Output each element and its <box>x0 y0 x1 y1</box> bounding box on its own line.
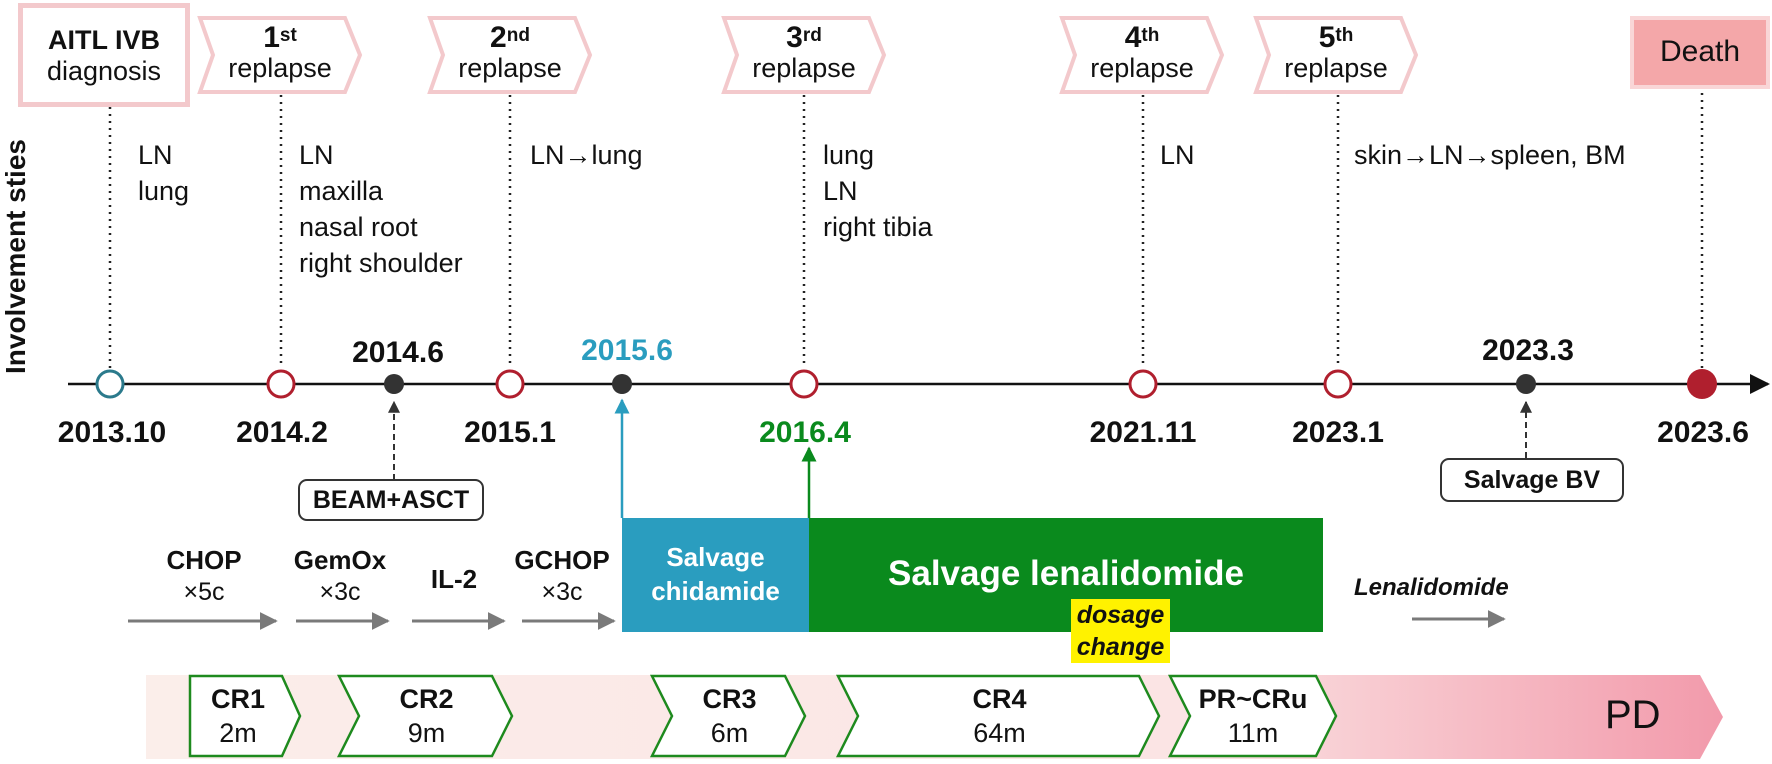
regimen-arrows <box>128 610 1506 630</box>
cr2-chevron <box>336 674 514 758</box>
date-relapse-2: 2015.1 <box>464 416 556 449</box>
relapse-2-marker <box>495 369 525 399</box>
date-asct: 2014.6 <box>352 336 444 369</box>
y-axis-label: Involvement sties <box>0 139 31 374</box>
chidamide-start-marker <box>612 374 632 394</box>
pd-label: PD <box>1605 693 1661 737</box>
date-chidamide: 2015.6 <box>581 334 673 367</box>
relapse-4-marker <box>1128 369 1158 399</box>
relapse-3-label: 3rd replapse <box>752 21 856 83</box>
salvage-lenalidomide-bar <box>809 518 1323 632</box>
relapse-4-sites: LN <box>1160 140 1195 170</box>
prcru-chevron <box>1167 674 1338 758</box>
relapse-2-sites: LN→lung <box>530 140 643 170</box>
relapse-5-label: 5th replapse <box>1284 21 1388 83</box>
relapse-chevrons <box>197 16 1419 94</box>
diagnosis-subtitle: diagnosis <box>46 56 162 86</box>
date-relapse-3: 2016.4 <box>759 416 851 449</box>
relapse-4-label: 4th replapse <box>1090 21 1194 83</box>
date-diagnosis: 2013.10 <box>57 416 167 449</box>
cr1-chevron <box>188 674 302 758</box>
relapse-5-chevron <box>1253 16 1419 94</box>
salvage-lenalidomide-label: Salvage lenalidomide <box>888 554 1244 593</box>
relapse-2-chevron <box>427 16 593 94</box>
date-relapse-1: 2014.2 <box>236 416 328 449</box>
regimen-gchop: GCHOP×3c <box>514 545 610 606</box>
date-death: 2023.6 <box>1657 416 1749 449</box>
diagnosis-marker <box>95 369 125 399</box>
relapse-4-chevron <box>1059 16 1225 94</box>
cr4-chevron <box>835 674 1161 758</box>
date-bv: 2023.3 <box>1482 334 1574 367</box>
relapse-2-label: 2nd replapse <box>458 21 562 83</box>
relapse-5-sites: skin→LN→spleen, BM <box>1354 140 1626 170</box>
regimen-chop: CHOP×5c <box>166 545 242 606</box>
event-drop-lines <box>108 93 1704 368</box>
response-chevrons <box>188 674 1338 758</box>
relapse-1-label: 1st replapse <box>228 21 332 83</box>
regimen-il2: IL-2 <box>430 564 478 594</box>
salvage-chidamide-bar <box>622 518 809 632</box>
relapse-1-chevron <box>197 16 363 94</box>
beam-asct-tag: BEAM+ASCT <box>298 479 484 521</box>
date-relapse-4: 2021.11 <box>1089 416 1197 449</box>
relapse-3-chevron <box>721 16 887 94</box>
cr3-chevron <box>649 674 807 758</box>
asct-marker <box>384 374 404 394</box>
death-marker <box>1687 369 1717 399</box>
relapse-3-marker <box>789 369 819 399</box>
relapse-5-marker <box>1323 369 1353 399</box>
death-box: Death <box>1630 16 1770 89</box>
dosage-change-note: dosage change <box>1071 599 1170 663</box>
diagnosis-title: AITL IVB <box>47 25 160 55</box>
relapse-1-marker <box>266 369 296 399</box>
regimen-gemox: GemOx×3c <box>293 545 387 606</box>
diagnosis-box: AITL IVB diagnosis <box>18 3 190 107</box>
bv-marker <box>1516 374 1536 394</box>
salvage-bv-tag: Salvage BV <box>1440 458 1624 502</box>
date-relapse-5: 2023.1 <box>1292 416 1384 449</box>
lenalidomide-label: Lenalidomide <box>1354 574 1509 601</box>
